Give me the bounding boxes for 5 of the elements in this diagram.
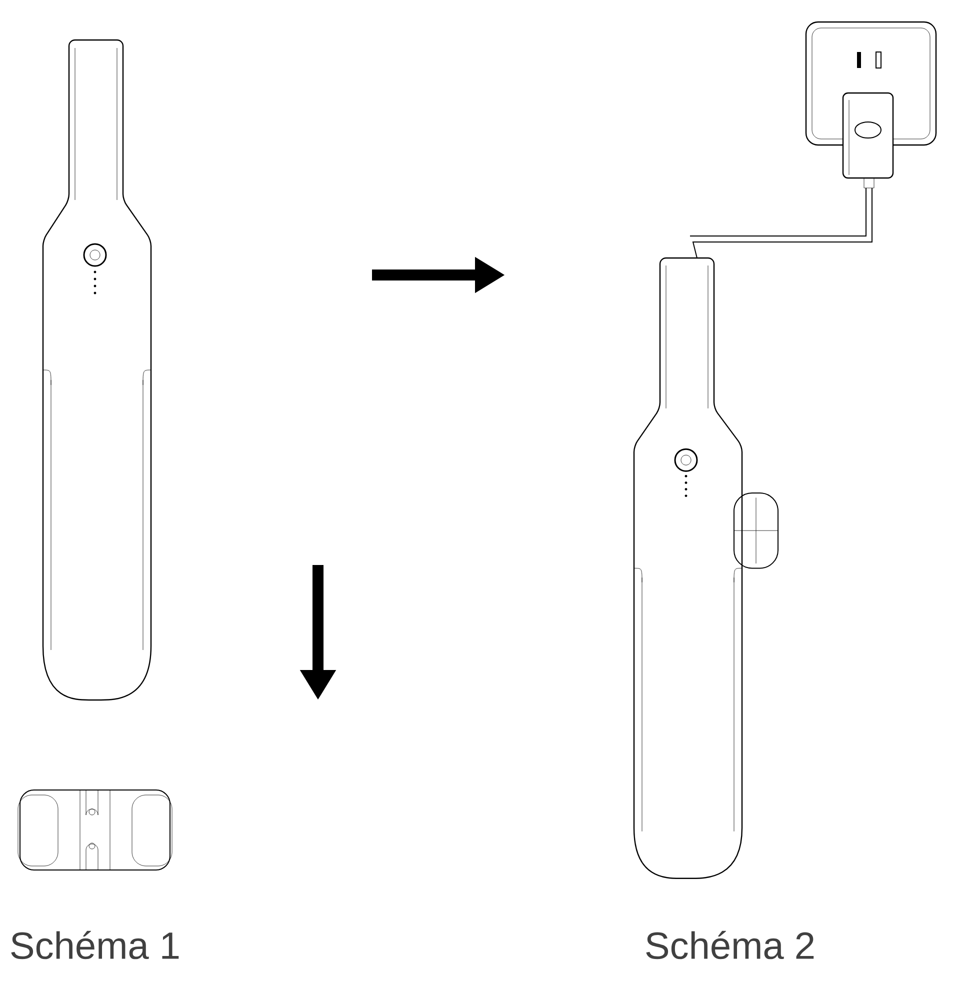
vacuum-drawing <box>42 39 152 701</box>
bracket-drawing <box>18 790 172 870</box>
caption: Schéma 2 <box>646 930 814 960</box>
caption: Schéma 1 <box>11 930 179 960</box>
charging-vacuum-drawing <box>633 21 937 879</box>
